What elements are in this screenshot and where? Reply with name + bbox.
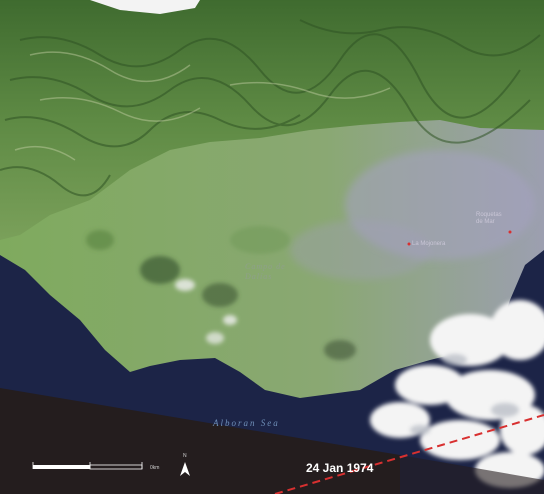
north-label: N bbox=[183, 453, 187, 459]
region-label: Campo de Dalías bbox=[245, 262, 286, 281]
place-marker-roquetas bbox=[508, 230, 512, 234]
place-label-roquetas: Roquetas de Mar bbox=[476, 212, 502, 225]
boundary-line bbox=[274, 414, 544, 494]
place-marker-la-mojonera bbox=[407, 242, 411, 246]
greenhouse-area-2 bbox=[290, 220, 430, 280]
sea-label: Alboran Sea bbox=[213, 418, 280, 428]
north-arrow-icon bbox=[180, 462, 190, 476]
field-patches bbox=[86, 226, 356, 360]
no-data-area-2 bbox=[400, 455, 544, 494]
acquisition-date: 24 Jan 1974 bbox=[306, 461, 374, 475]
snow-cap bbox=[90, 0, 200, 14]
cloud-shadows bbox=[410, 354, 519, 435]
place-label-la-mojonera: La Mojonera bbox=[412, 241, 446, 247]
land-clouds bbox=[175, 279, 237, 344]
ridge-texture bbox=[0, 19, 541, 197]
scale-bar bbox=[32, 462, 143, 470]
no-data-area bbox=[0, 388, 400, 494]
ridge-highlights bbox=[14, 51, 391, 161]
scale-unit-label: 0km bbox=[150, 465, 160, 471]
